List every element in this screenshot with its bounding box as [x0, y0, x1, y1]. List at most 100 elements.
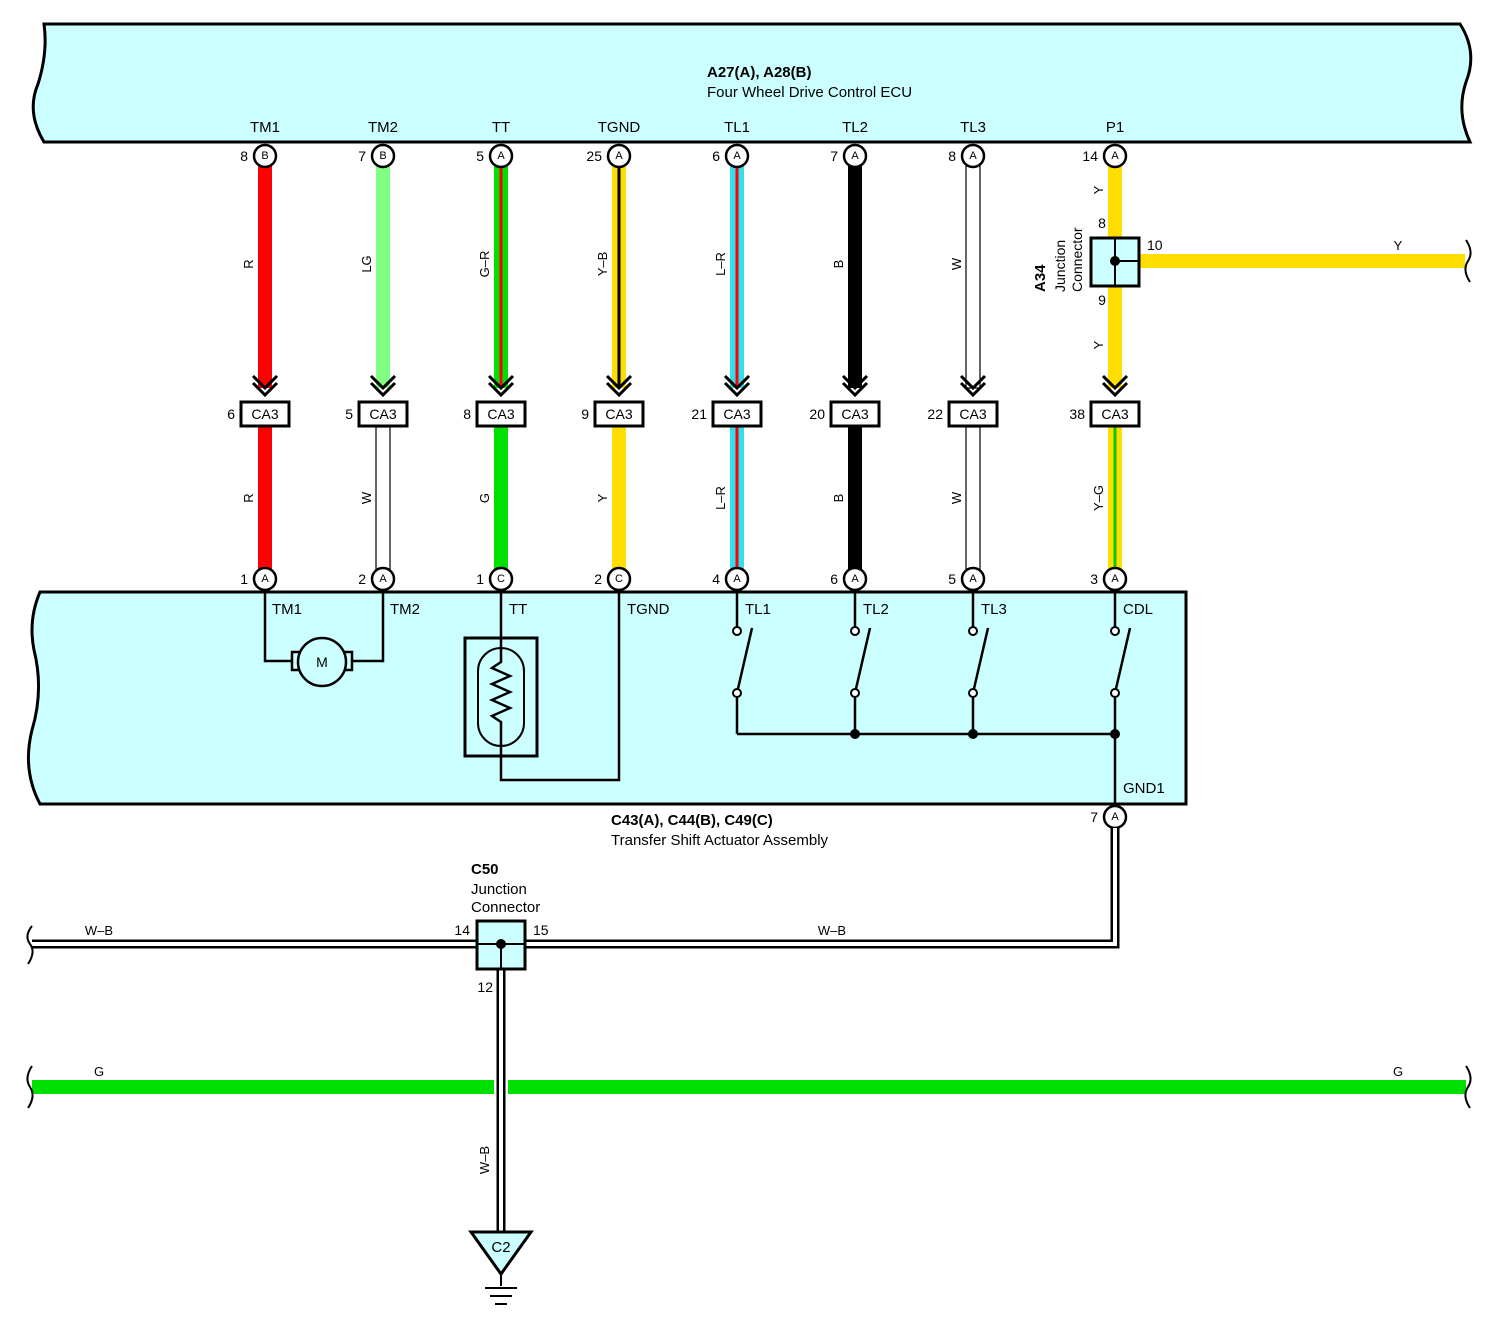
c50-pin-left: 14	[454, 922, 470, 938]
ca3-pin-number: 9	[581, 406, 589, 422]
ca3-connector-label: CA3	[605, 406, 632, 422]
contact	[1110, 688, 1120, 698]
act-terminal: TT	[509, 601, 527, 618]
motor-wiring	[263, 592, 385, 663]
wire-upper-segment	[258, 166, 272, 388]
a34-line1: Junction	[1052, 240, 1068, 292]
contact	[968, 688, 978, 698]
ca3-connector-box	[239, 400, 291, 428]
c50-id: C50	[471, 861, 499, 878]
ca3-connector-label: CA3	[1101, 406, 1128, 422]
ca3-pin-number: 20	[809, 406, 825, 422]
break-mark-icon	[26, 1065, 34, 1109]
wire-color-label: R	[241, 493, 256, 502]
connector-chevron-icon	[605, 374, 633, 398]
wire-color-label: B	[831, 260, 846, 269]
pin-marker	[960, 143, 986, 169]
c50-line1: Junction	[471, 881, 527, 898]
pin-marker	[606, 566, 632, 592]
wire-upper-segment-stripe	[735, 166, 739, 388]
pin-marker	[252, 566, 278, 592]
ca3-pin-number: 8	[463, 406, 471, 422]
ca3-connector-label: CA3	[251, 406, 278, 422]
connector-chevron-icon	[841, 374, 869, 398]
ecu-pin-number: 7	[830, 148, 838, 164]
contact	[1110, 626, 1120, 636]
ecu-pin-number: 8	[948, 148, 956, 164]
act-terminal: TL1	[745, 601, 771, 618]
pin-connector-letter: A	[733, 573, 741, 585]
pin-connector-letter: B	[261, 150, 268, 162]
splice-dot	[496, 939, 506, 949]
wire-upper-segment	[376, 166, 390, 388]
splice-dot	[1110, 729, 1120, 739]
wire-color-label: G	[477, 493, 492, 503]
actuator-pin-number: 6	[830, 571, 838, 587]
wire-color-label: LG	[359, 255, 374, 272]
actuator-name-label: Transfer Shift Actuator Assembly	[611, 832, 829, 849]
gnd1-pin: A 7	[1090, 804, 1128, 830]
break-mark-icon	[26, 925, 34, 965]
ca3-connector-box	[947, 400, 999, 428]
a34-wire-color-above: Y	[1091, 185, 1106, 194]
wire-lower-segment	[612, 427, 626, 569]
pin-marker	[842, 143, 868, 169]
actuator-internals: TM1 TM2 TT TGND TL1 TL2 TL3 CDL M	[263, 592, 1165, 817]
wire-upper-segment	[965, 165, 981, 389]
ca3-pin-number: 6	[227, 406, 235, 422]
c50-wire-down-label: W–B	[477, 1146, 492, 1174]
ground-id: C2	[491, 1239, 510, 1256]
wire-color-label: Y–G	[1091, 485, 1106, 511]
a34-wire-color-below: Y	[1091, 340, 1106, 349]
pin-connector-letter: A	[1111, 150, 1119, 162]
pin-number: 7	[1090, 809, 1098, 825]
ecu-pin-number: 5	[476, 148, 484, 164]
ca3-connector-box	[475, 400, 527, 428]
motor-icon	[296, 636, 348, 688]
wire-color-label: L–R	[713, 252, 728, 276]
ca3-connector-box	[357, 400, 409, 428]
ecu-terminal: TGND	[598, 119, 641, 136]
ecu-pin-number: 6	[712, 148, 720, 164]
ecu-terminal: TM2	[368, 119, 398, 136]
splice-dot	[1110, 256, 1120, 266]
pin-marker	[370, 566, 396, 592]
ca3-pin-number: 5	[345, 406, 353, 422]
a34-branch-wire	[1139, 254, 1465, 268]
ecu-terminal: P1	[1106, 119, 1124, 136]
pin-connector-letter: A	[1111, 811, 1119, 823]
actuator-pin-number: 2	[358, 571, 366, 587]
pin-marker	[724, 143, 750, 169]
wire-color-label: Y	[595, 493, 610, 502]
ca3-pin-number: 21	[691, 406, 707, 422]
wire-lower-segment	[494, 427, 508, 569]
switch-contacts	[732, 626, 1120, 698]
connector-chevron-icon	[959, 374, 987, 398]
act-terminal: TL2	[863, 601, 889, 618]
ground-c2: C2	[468, 1230, 534, 1305]
ecu-terminal-labels: TM1 TM2 TT TGND TL1 TL2 TL3 P1	[250, 119, 1124, 136]
ecu-pin-number: 8	[240, 148, 248, 164]
ecu-terminal: TM1	[250, 119, 280, 136]
actuator-pin-number: 1	[240, 571, 248, 587]
wire-lower-segment-stripe	[735, 427, 739, 569]
switch-tl1-icon	[735, 592, 754, 734]
ca3-connector-label: CA3	[959, 406, 986, 422]
actuator-pin-number: 5	[948, 571, 956, 587]
pin-connector-letter: A	[615, 150, 623, 162]
contact	[850, 688, 860, 698]
wire-color-label: L–R	[713, 486, 728, 510]
ecu-terminal: TL3	[960, 119, 986, 136]
wire-color-label: W	[949, 257, 964, 270]
act-terminal: TGND	[627, 601, 670, 618]
pin-connector-letter: A	[851, 150, 859, 162]
ecu-terminal: TL2	[842, 119, 868, 136]
pin-connector-letter: A	[379, 573, 387, 585]
wire-upper-segment-stripe	[499, 166, 503, 388]
thermistor-resistor-icon	[488, 592, 621, 782]
connector-chevron-icon	[1101, 374, 1129, 398]
pin-marker	[1102, 143, 1128, 169]
pin-marker	[960, 566, 986, 592]
wire-lower-segment	[848, 427, 862, 569]
break-mark-icon	[1464, 1065, 1472, 1109]
